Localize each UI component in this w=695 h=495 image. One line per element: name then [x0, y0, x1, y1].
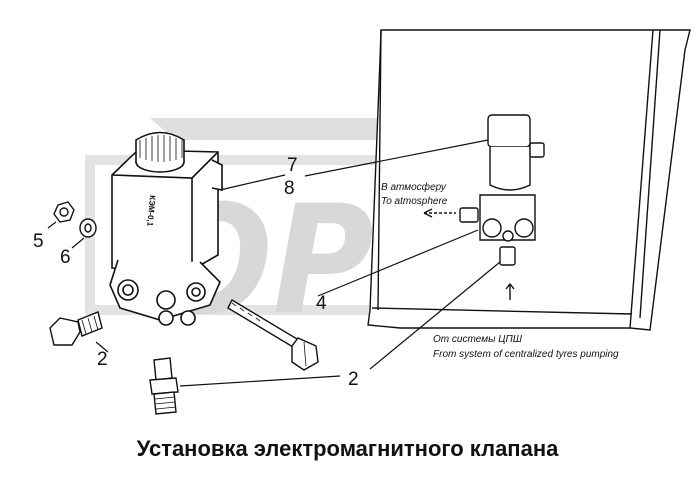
solenoid-valve: КЭМ-0,1 — [109, 131, 223, 326]
callout-7: 7 — [287, 155, 298, 176]
callout-6: 6 — [60, 247, 71, 268]
fitting-lower — [149, 357, 179, 415]
callout-4: 4 — [316, 293, 327, 314]
installed-valve — [423, 114, 545, 300]
callout-2-lower: 2 — [348, 369, 359, 390]
callout-2-upper: 2 — [97, 349, 108, 370]
callout-8: 8 — [284, 178, 295, 199]
fitting-upper — [49, 311, 103, 346]
callout-5: 5 — [33, 231, 44, 252]
valve-label: КЭМ-0,1 — [145, 195, 157, 227]
nut-and-washer — [53, 201, 97, 238]
leader-lines — [47, 139, 501, 387]
note-system-en: From system of centralized tyres pumping — [433, 349, 619, 360]
diagram-title: Установка электромагнитного клапана — [136, 436, 559, 461]
bolt — [227, 299, 319, 371]
note-system-ru: От системы ЦПШ — [433, 334, 523, 345]
note-atmosphere-ru: В атмосферу — [381, 181, 447, 193]
note-atmosphere-en: To atmosphere — [381, 196, 448, 207]
